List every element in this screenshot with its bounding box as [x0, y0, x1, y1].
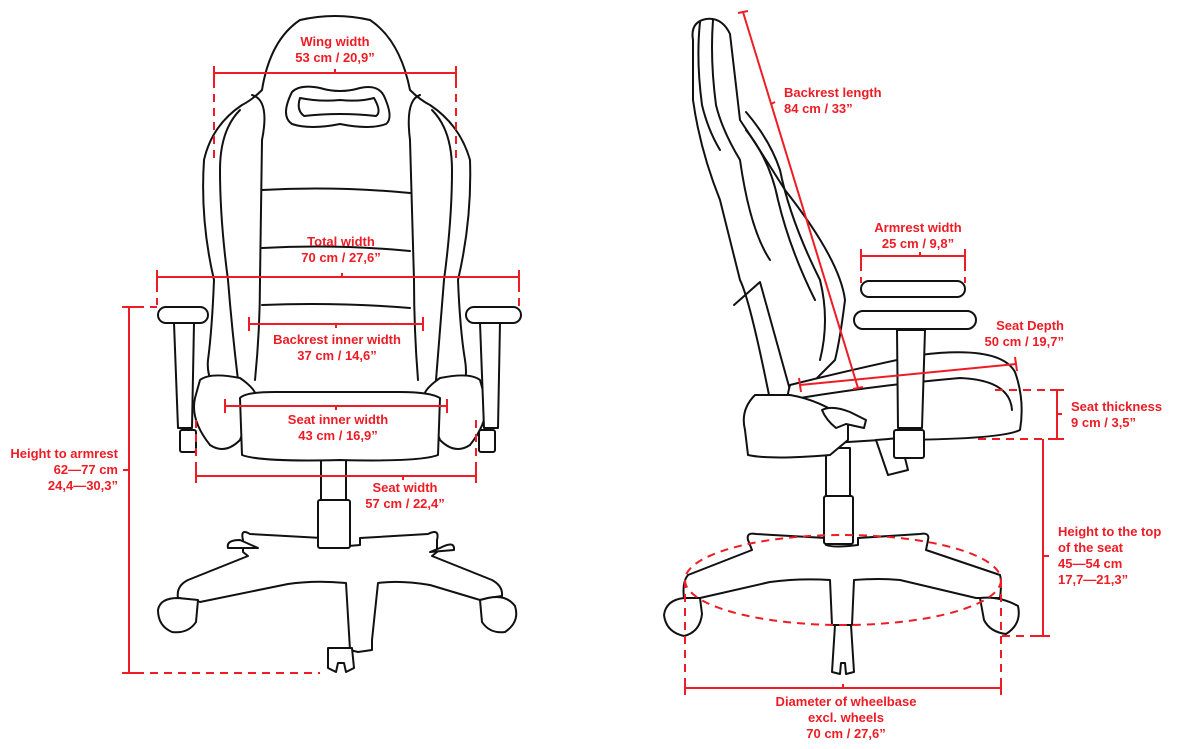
backrest-length-dimension [737, 10, 864, 390]
seat-depth-value: 50 cm / 19,7” [984, 334, 1065, 349]
side-base [663, 447, 1020, 675]
backrest-inner-width-value: 37 cm / 14,6” [297, 348, 377, 363]
armrest-width-title: Armrest width [874, 220, 962, 235]
height-to-armrest-cm: 62—77 cm [53, 462, 118, 477]
front-backrest [202, 15, 472, 411]
wheelbase-diameter-label: Diameter of wheelbase excl. wheels 70 cm… [776, 694, 917, 742]
backrest-length-title: Backrest length [784, 85, 882, 100]
wheelbase-diameter-value: 70 cm / 27,6” [806, 726, 886, 741]
seat-inner-width-title: Seat inner width [287, 412, 389, 427]
side-armrest [853, 280, 977, 459]
height-to-seat-label: Height to the top of the seat 45—54 cm 1… [1058, 524, 1161, 588]
seat-width-label: Seat width 57 cm / 22,4” [365, 480, 445, 512]
height-to-seat-dimension [1002, 439, 1050, 637]
wing-width-value: 53 cm / 20,9” [295, 50, 375, 65]
side-backrest [691, 17, 846, 401]
seat-thickness-label: Seat thickness 9 cm / 3,5” [1071, 399, 1162, 431]
total-width-dimension [156, 270, 520, 310]
seat-depth-label: Seat Depth 50 cm / 19,7” [960, 318, 1065, 350]
seat-depth-title: Seat Depth [996, 318, 1064, 333]
total-width-value: 70 cm / 27,6” [301, 250, 381, 265]
height-to-seat-in: 17,7—21,3” [1058, 572, 1129, 587]
front-seat [193, 374, 487, 462]
wing-width-label: Wing width 53 cm / 20,9” [295, 34, 375, 66]
front-armrests [157, 306, 522, 453]
front-base [157, 531, 518, 673]
height-to-armrest-label: Height to armrest 62—77 cm 24,4—30,3” [0, 446, 118, 494]
seat-width-dimension [195, 420, 477, 483]
height-to-armrest-dimension [122, 306, 320, 674]
total-width-label: Total width 70 cm / 27,6” [301, 234, 381, 266]
seat-thickness-value: 9 cm / 3,5” [1071, 415, 1137, 430]
backrest-inner-width-dimension [248, 317, 424, 331]
armrest-width-dimension [860, 249, 966, 283]
backrest-length-value: 84 cm / 33” [784, 101, 853, 116]
height-to-armrest-title: Height to armrest [10, 446, 118, 461]
height-to-seat-title-1: Height to the top [1058, 524, 1162, 539]
seat-inner-width-value: 43 cm / 16,9” [298, 428, 378, 443]
wing-width-title: Wing width [300, 34, 370, 49]
seat-inner-width-label: Seat inner width 43 cm / 16,9” [288, 412, 388, 444]
wheelbase-diameter-title-1: Diameter of wheelbase [775, 694, 917, 709]
backrest-inner-width-title: Backrest inner width [273, 332, 401, 347]
wheelbase-diameter-dimension [684, 534, 1002, 695]
seat-depth-dimension [798, 356, 1018, 393]
wing-width-dimension [213, 66, 457, 160]
wheelbase-diameter-title-2: excl. wheels [808, 710, 884, 725]
seat-thickness-dimension [978, 389, 1064, 440]
height-to-seat-cm: 45—54 cm [1058, 556, 1123, 571]
seat-width-value: 57 cm / 22,4” [365, 496, 445, 511]
seat-inner-width-dimension [224, 399, 448, 413]
armrest-width-value: 25 cm / 9,8” [881, 236, 955, 251]
height-to-armrest-in: 24,4—30,3” [47, 478, 118, 493]
seat-width-title: Seat width [372, 480, 438, 495]
seat-thickness-title: Seat thickness [1071, 399, 1163, 414]
height-to-seat-title-2: of the seat [1058, 540, 1124, 555]
total-width-title: Total width [307, 234, 375, 249]
backrest-length-label: Backrest length 84 cm / 33” [784, 85, 882, 117]
backrest-inner-width-label: Backrest inner width 37 cm / 14,6” [273, 332, 401, 364]
armrest-width-label: Armrest width 25 cm / 9,8” [874, 220, 961, 252]
